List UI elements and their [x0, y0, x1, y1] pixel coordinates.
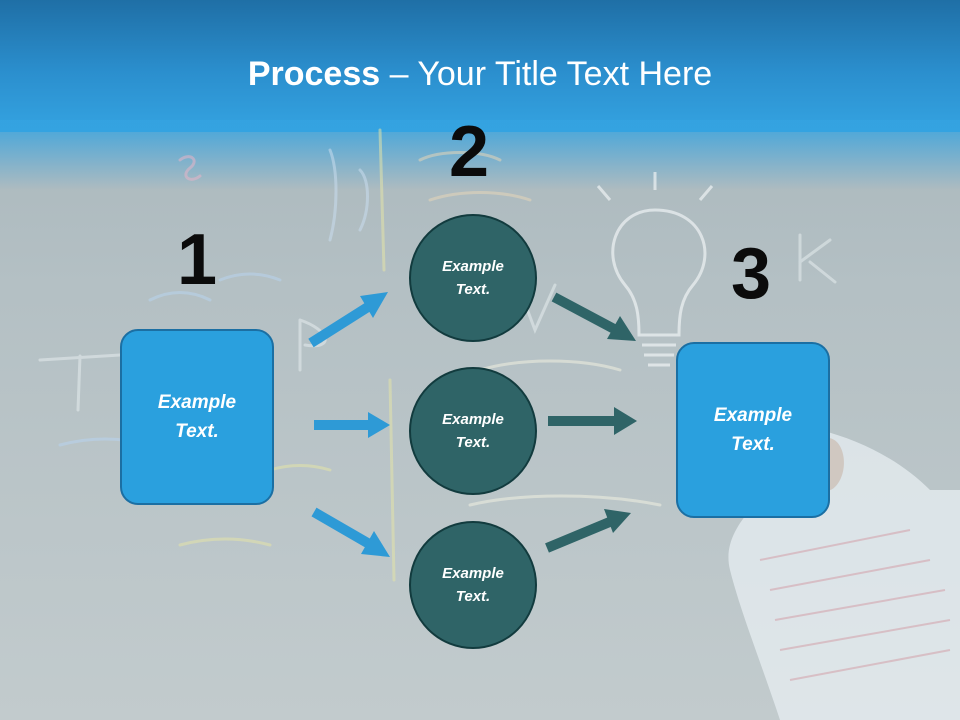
- arrow-middle-to-right: [548, 407, 637, 435]
- arrow-bottom-to-right: [545, 509, 631, 553]
- right-step-box-text: Example Text.: [713, 405, 793, 455]
- top-circle-text: Example Text.: [442, 258, 504, 298]
- left-step-box-text: Example Text.: [157, 392, 237, 442]
- step-number-2: 2: [449, 112, 490, 192]
- title-bold: Process: [247, 55, 381, 93]
- step-number-3: 3: [731, 234, 772, 314]
- title-rest: – Your Title Text Here: [380, 55, 713, 93]
- top-circle: Example Text.: [409, 214, 537, 342]
- middle-circle-text: Example Text.: [442, 411, 504, 451]
- page-title: Process – Your Title Text Here: [0, 52, 960, 96]
- step-number-1: 1: [177, 220, 218, 300]
- title-banner: [0, 0, 960, 132]
- bottom-circle-text: Example Text.: [442, 565, 504, 605]
- arrow-top-to-right: [551, 292, 636, 341]
- bottom-circle: Example Text.: [409, 521, 537, 649]
- lightbulb-icon: [596, 172, 714, 367]
- right-step-box: Example Text.: [676, 342, 830, 518]
- left-step-box: Example Text.: [120, 329, 274, 505]
- chalk-scribble: [38, 353, 122, 412]
- arrow-left-to-bottom: [311, 507, 390, 557]
- arrow-left-to-top: [308, 292, 388, 348]
- middle-circle: Example Text.: [409, 367, 537, 495]
- arrow-left-to-middle: [314, 412, 390, 438]
